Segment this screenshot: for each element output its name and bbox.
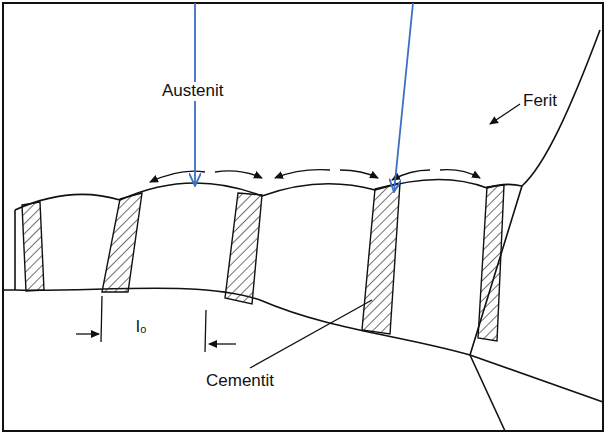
- diffusion-arrows: [150, 170, 480, 182]
- grain-boundary: [470, 30, 600, 355]
- frame: [3, 3, 603, 431]
- pointer-arrows: [195, 3, 413, 192]
- phase-label: Cementit: [206, 372, 274, 391]
- grain-boundary: [470, 355, 603, 402]
- spacing-dimension: [76, 296, 236, 352]
- phase-label: Ferit: [523, 92, 557, 111]
- grain-boundary: [470, 355, 505, 431]
- cementite-plates: [22, 183, 504, 341]
- leader-lines: [250, 104, 520, 368]
- colony-edge: [14, 210, 16, 290]
- phase-label: Austenit: [160, 82, 225, 101]
- growth-front: [15, 179, 522, 210]
- dimension-label: l₀: [136, 318, 147, 337]
